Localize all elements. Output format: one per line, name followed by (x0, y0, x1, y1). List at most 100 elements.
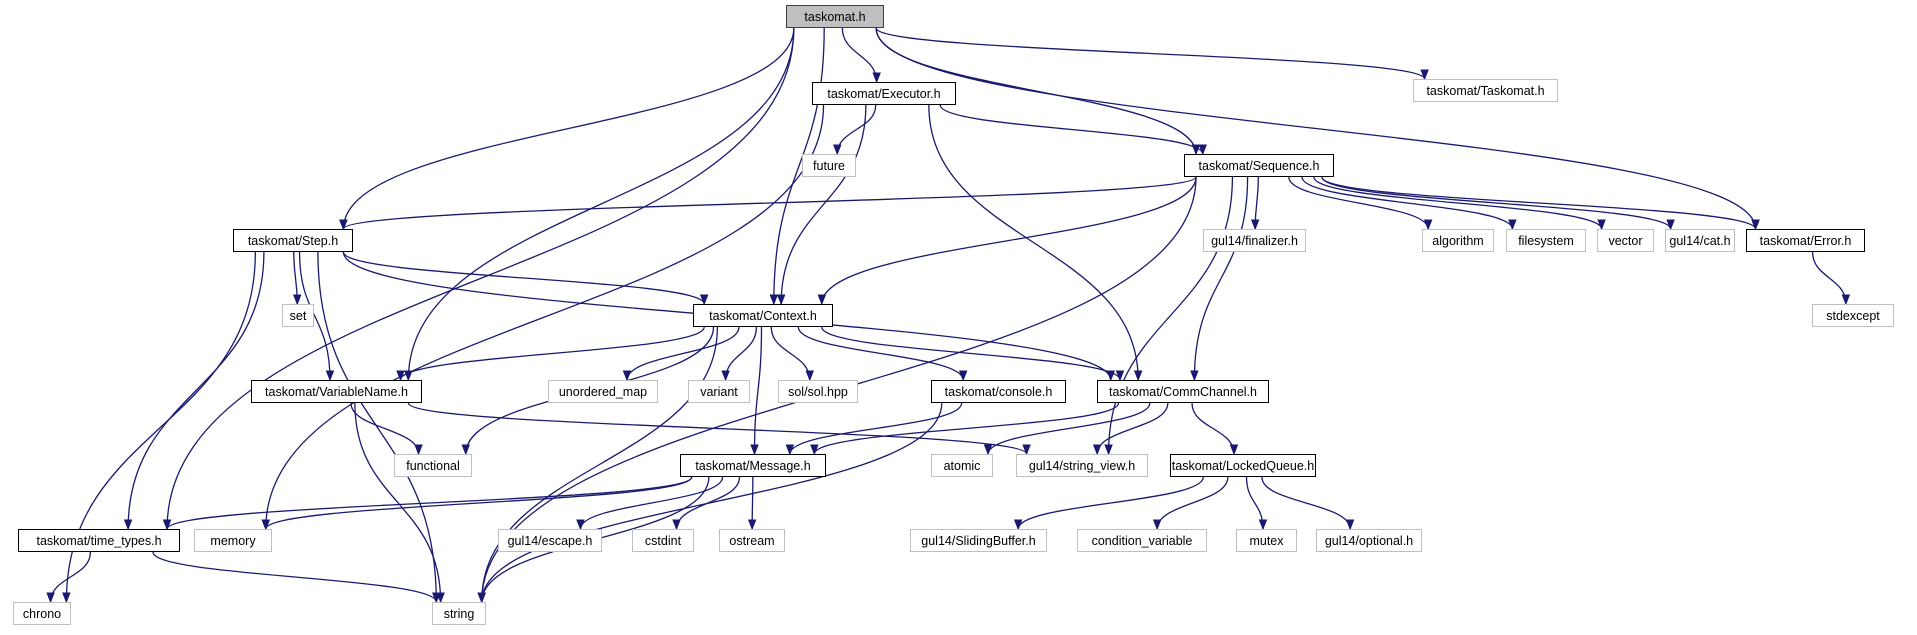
node-cat: gul14/cat.h (1665, 229, 1735, 252)
arrowhead-commchannel (1133, 370, 1143, 382)
arrowhead-optional (1345, 519, 1355, 531)
edge-error-to-stdexcept (1811, 251, 1847, 305)
arrowhead-filesystem (1508, 219, 1517, 231)
node-step[interactable]: taskomat/Step.h (233, 229, 353, 252)
arrowhead-error (1751, 219, 1760, 231)
node-context[interactable]: taskomat/Context.h (693, 304, 833, 327)
edge-sequence-to-filesystem (1301, 176, 1514, 230)
arrowhead-message (810, 444, 819, 456)
node-optional: gul14/optional.h (1316, 529, 1422, 552)
node-atomic: atomic (931, 454, 993, 477)
node-time-types[interactable]: taskomat/time_types.h (18, 529, 180, 552)
edge-step-to-context (342, 251, 705, 305)
edge-sequence-to-error (1321, 176, 1757, 230)
edge-sequence-to-vector (1313, 176, 1603, 230)
edge-console-to-message (789, 402, 963, 455)
node-error[interactable]: taskomat/Error.h (1746, 229, 1865, 252)
edge-time_types-to-string (152, 551, 437, 603)
edge-lockedqueue-to-slidingbuffer (1017, 476, 1204, 530)
edge-message-to-escape (579, 476, 724, 530)
edge-lockedqueue-to-condvar (1156, 476, 1229, 530)
node-executor[interactable]: taskomat/Executor.h (812, 82, 956, 105)
arrowhead-finalizer (1250, 219, 1260, 231)
edge-root-to-step (342, 27, 795, 230)
node-mutex: mutex (1236, 529, 1297, 552)
node-unordered-map: unordered_map (548, 380, 658, 403)
node-message[interactable]: taskomat/Message.h (680, 454, 826, 477)
arrowhead-commchannel (1190, 370, 1199, 382)
node-sol: sol/sol.hpp (778, 380, 858, 403)
edge-varname-to-string (354, 402, 442, 603)
node-vector: vector (1597, 229, 1654, 252)
node-varname[interactable]: taskomat/VariableName.h (251, 380, 422, 403)
arrowhead-step (339, 219, 348, 231)
arrowhead-vector (1597, 219, 1606, 231)
node-chrono: chrono (13, 602, 71, 625)
node-console[interactable]: taskomat/console.h (931, 380, 1066, 403)
arrowhead-variant (721, 370, 730, 382)
node-string: string (432, 602, 486, 625)
node-algorithm: algorithm (1422, 229, 1494, 252)
edge-lockedqueue-to-optional (1261, 476, 1351, 530)
edge-console-to-string (481, 402, 943, 603)
edge-commchannel-to-lockedqueue (1191, 402, 1235, 455)
edge-commchannel-to-atomic (987, 402, 1151, 455)
arrowhead-set (293, 294, 302, 306)
node-root[interactable]: taskomat.h (786, 5, 884, 28)
arrowhead-functional (461, 444, 470, 456)
node-future: future (802, 154, 856, 177)
arrowhead-future (833, 144, 842, 156)
arrowhead-cat (1666, 219, 1675, 231)
edge-executor-to-future (836, 104, 877, 155)
arrowhead-time_types (162, 519, 172, 531)
arrowhead-context (776, 294, 786, 306)
arrowhead-atomic (983, 444, 993, 456)
arrowhead-ostream (747, 519, 757, 531)
edge-executor-to-memory (265, 104, 825, 530)
arrowhead-taskomat_tm (1420, 69, 1429, 81)
edge-sequence-to-string_view (1107, 176, 1234, 455)
node-string-view: gul14/string_view.h (1016, 454, 1148, 477)
arrowhead-string_view (1022, 444, 1031, 456)
arrowhead-slidingbuffer (1013, 519, 1023, 531)
node-variant: variant (688, 380, 750, 403)
arrowhead-unordered_map (622, 370, 632, 382)
node-functional: functional (394, 454, 472, 477)
arrowhead-sol (805, 370, 814, 382)
edge-varname-to-string_view (407, 402, 1028, 455)
arrowhead-commchannel (1115, 370, 1125, 382)
arrowhead-mutex (1258, 519, 1268, 531)
edge-message-to-memory (265, 476, 693, 530)
edge-context-to-message (753, 326, 763, 455)
node-lockedqueue[interactable]: taskomat/LockedQueue.h (1170, 454, 1316, 477)
node-taskomat-tm: taskomat/Taskomat.h (1413, 79, 1558, 102)
arrowhead-context (699, 294, 709, 306)
arrowhead-memory (261, 519, 270, 531)
edge-step-to-varname (298, 251, 331, 381)
node-commchannel[interactable]: taskomat/CommChannel.h (1097, 380, 1269, 403)
arrowhead-escape (576, 519, 585, 531)
arrowhead-lockedqueue (1229, 444, 1239, 456)
node-condvar: condition_variable (1077, 529, 1207, 552)
node-sequence[interactable]: taskomat/Sequence.h (1184, 154, 1334, 177)
edge-executor-to-context (780, 104, 867, 305)
arrowhead-string (432, 592, 441, 604)
node-cstdint: cstdint (632, 529, 694, 552)
edge-sequence-to-step (342, 176, 1197, 230)
arrowhead-message (785, 444, 795, 456)
arrowhead-varname (325, 370, 335, 382)
edge-root-to-context (773, 27, 825, 305)
arrowhead-algorithm (1423, 219, 1433, 231)
arrowhead-time_types (123, 519, 133, 531)
node-ostream: ostream (719, 529, 785, 552)
edge-commchannel-to-message (813, 402, 1120, 455)
node-set: set (282, 304, 314, 327)
edge-root-to-executor (841, 27, 878, 83)
arrowhead-context (769, 294, 779, 306)
arrowhead-condvar (1152, 519, 1162, 531)
arrowhead-context (817, 294, 827, 306)
edge-root-to-varname (407, 27, 795, 381)
edge-step-to-time_types (127, 251, 265, 530)
